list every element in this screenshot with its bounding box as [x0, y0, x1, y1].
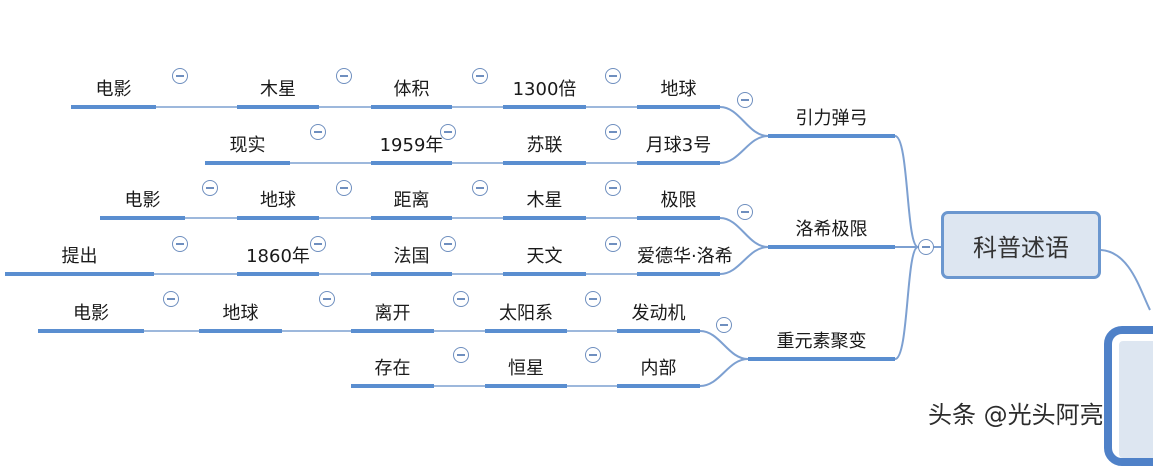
subtopic-collapse-icon[interactable] — [585, 347, 601, 363]
branch-collapse-icon[interactable] — [737, 204, 753, 220]
subtopic-collapse-icon[interactable] — [605, 236, 621, 252]
subtopic-label[interactable]: 提出 — [61, 246, 98, 267]
branch-collapse-icon[interactable] — [716, 317, 732, 333]
root-topic-label: 科普述语 — [973, 233, 1069, 262]
subtopic-label[interactable]: 法国 — [393, 246, 430, 267]
subtopic-label[interactable]: 发动机 — [631, 303, 686, 324]
subtopic-label[interactable]: 太阳系 — [499, 303, 553, 324]
subtopic-label[interactable]: 1959年 — [379, 135, 444, 156]
subtopic-collapse-icon[interactable] — [605, 68, 621, 84]
subtopic-label[interactable]: 木星 — [526, 190, 563, 211]
subtopic-label[interactable]: 电影 — [95, 79, 132, 100]
subtopic-label[interactable]: 离开 — [374, 303, 411, 324]
subtopic-collapse-icon[interactable] — [172, 68, 188, 84]
subtopic-label[interactable]: 电影 — [73, 303, 109, 324]
subtopic-label[interactable]: 恒星 — [508, 358, 544, 379]
branch-connector — [894, 246, 919, 360]
next-topic-card[interactable] — [1104, 326, 1153, 466]
subtopic-label[interactable]: 天文 — [526, 246, 563, 267]
row-connector — [699, 330, 749, 360]
subtopic-collapse-icon[interactable] — [472, 68, 488, 84]
subtopic-label[interactable]: 地球 — [260, 190, 296, 211]
card-connector — [1100, 249, 1151, 311]
subtopic-label[interactable]: 内部 — [640, 358, 677, 379]
subtopic-label[interactable]: 地球 — [660, 79, 697, 100]
subtopic-label[interactable]: 木星 — [260, 79, 296, 100]
branch-collapse-icon[interactable] — [737, 92, 753, 108]
subtopic-collapse-icon[interactable] — [336, 68, 352, 84]
row-connector — [699, 358, 749, 387]
connector-layer — [5, 105, 1151, 388]
subtopic-collapse-icon[interactable] — [310, 236, 326, 252]
subtopic-label[interactable]: 苏联 — [526, 135, 563, 156]
root-collapse-icon[interactable] — [918, 239, 934, 255]
subtopic-collapse-icon[interactable] — [585, 291, 601, 307]
subtopic-collapse-icon[interactable] — [453, 291, 469, 307]
subtopic-label[interactable]: 月球3号 — [645, 135, 712, 156]
branch-connector — [894, 135, 919, 248]
subtopic-collapse-icon[interactable] — [440, 236, 456, 252]
subtopic-label[interactable]: 电影 — [124, 190, 161, 211]
subtopic-label[interactable]: 现实 — [229, 135, 266, 156]
subtopic-collapse-icon[interactable] — [453, 347, 469, 363]
row-connector — [719, 106, 769, 137]
subtopic-collapse-icon[interactable] — [202, 180, 218, 196]
row-connector — [719, 135, 769, 164]
branch-topic[interactable]: 洛希极限 — [795, 219, 868, 240]
branch-topic[interactable]: 引力弹弓 — [795, 108, 868, 129]
subtopic-collapse-icon[interactable] — [310, 124, 326, 140]
subtopic-label[interactable]: 1860年 — [246, 246, 310, 267]
subtopic-label[interactable]: 爱德华·洛希 — [637, 246, 733, 267]
subtopic-collapse-icon[interactable] — [336, 180, 352, 196]
subtopic-label[interactable]: 地球 — [222, 303, 259, 324]
root-topic[interactable]: 科普述语 — [941, 211, 1101, 279]
row-connector — [719, 246, 769, 275]
subtopic-collapse-icon[interactable] — [605, 180, 621, 196]
subtopic-label[interactable]: 存在 — [374, 358, 411, 379]
subtopic-label[interactable]: 距离 — [393, 190, 430, 211]
branch-topic[interactable]: 重元素聚变 — [776, 331, 867, 352]
subtopic-collapse-icon[interactable] — [440, 124, 456, 140]
subtopic-collapse-icon[interactable] — [605, 124, 621, 140]
watermark: 头条 @光头阿亮 — [928, 401, 1104, 429]
subtopic-label[interactable]: 1300倍 — [512, 79, 577, 100]
subtopic-label[interactable]: 体积 — [393, 79, 430, 100]
row-connector — [719, 217, 769, 248]
subtopic-collapse-icon[interactable] — [472, 180, 488, 196]
subtopic-label[interactable]: 极限 — [660, 190, 697, 211]
subtopic-collapse-icon[interactable] — [163, 291, 179, 307]
subtopic-collapse-icon[interactable] — [319, 291, 335, 307]
subtopic-collapse-icon[interactable] — [172, 236, 188, 252]
